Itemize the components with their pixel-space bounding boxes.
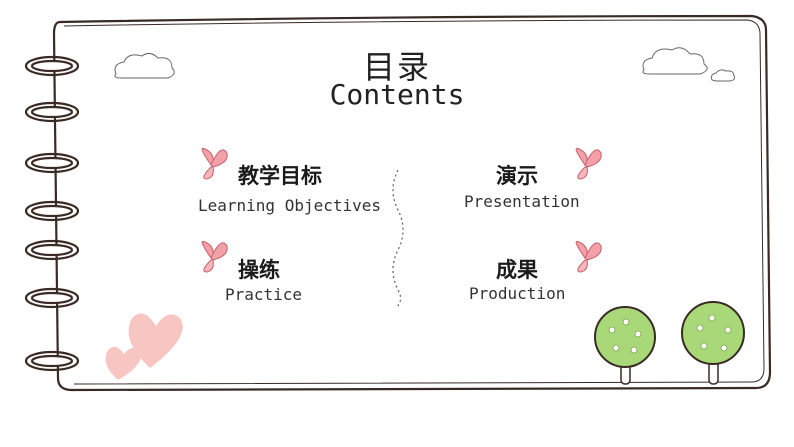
menu-item-production-en[interactable]: Production bbox=[469, 284, 566, 303]
page-title: 目录 bbox=[362, 48, 431, 86]
butterfly-icon bbox=[575, 147, 602, 180]
notebook-ring-icon bbox=[24, 55, 80, 77]
notebook-ring-icon bbox=[24, 239, 80, 261]
wavy-divider bbox=[392, 169, 404, 309]
butterfly-icon bbox=[201, 147, 228, 180]
notebook-ring-icon bbox=[24, 200, 80, 222]
notebook-ring-icon bbox=[24, 287, 80, 309]
menu-item-practice-en[interactable]: Practice bbox=[225, 285, 303, 304]
cloud-icon bbox=[114, 52, 175, 79]
tree-icon bbox=[594, 306, 656, 385]
tree-icon bbox=[681, 301, 745, 385]
menu-item-objectives-cn[interactable]: 教学目标 bbox=[238, 164, 322, 188]
menu-item-practice-cn[interactable]: 操练 bbox=[238, 258, 280, 282]
menu-item-presentation-en[interactable]: Presentation bbox=[464, 192, 580, 211]
notebook-rings bbox=[24, 55, 80, 372]
notebook-ring-icon bbox=[24, 152, 80, 174]
menu-item-presentation-cn[interactable]: 演示 bbox=[496, 164, 538, 188]
heart-icon bbox=[105, 313, 183, 380]
page-subtitle: Contents bbox=[329, 78, 465, 111]
menu-item-objectives-en[interactable]: Learning Objectives bbox=[198, 196, 382, 215]
notebook-page bbox=[52, 14, 772, 392]
butterfly-icon bbox=[575, 240, 602, 273]
notebook-ring-icon bbox=[24, 101, 80, 123]
butterfly-icon bbox=[201, 240, 228, 273]
cloud-icon bbox=[642, 47, 735, 82]
menu-item-production-cn[interactable]: 成果 bbox=[496, 258, 538, 282]
notebook-ring-icon bbox=[24, 350, 80, 372]
